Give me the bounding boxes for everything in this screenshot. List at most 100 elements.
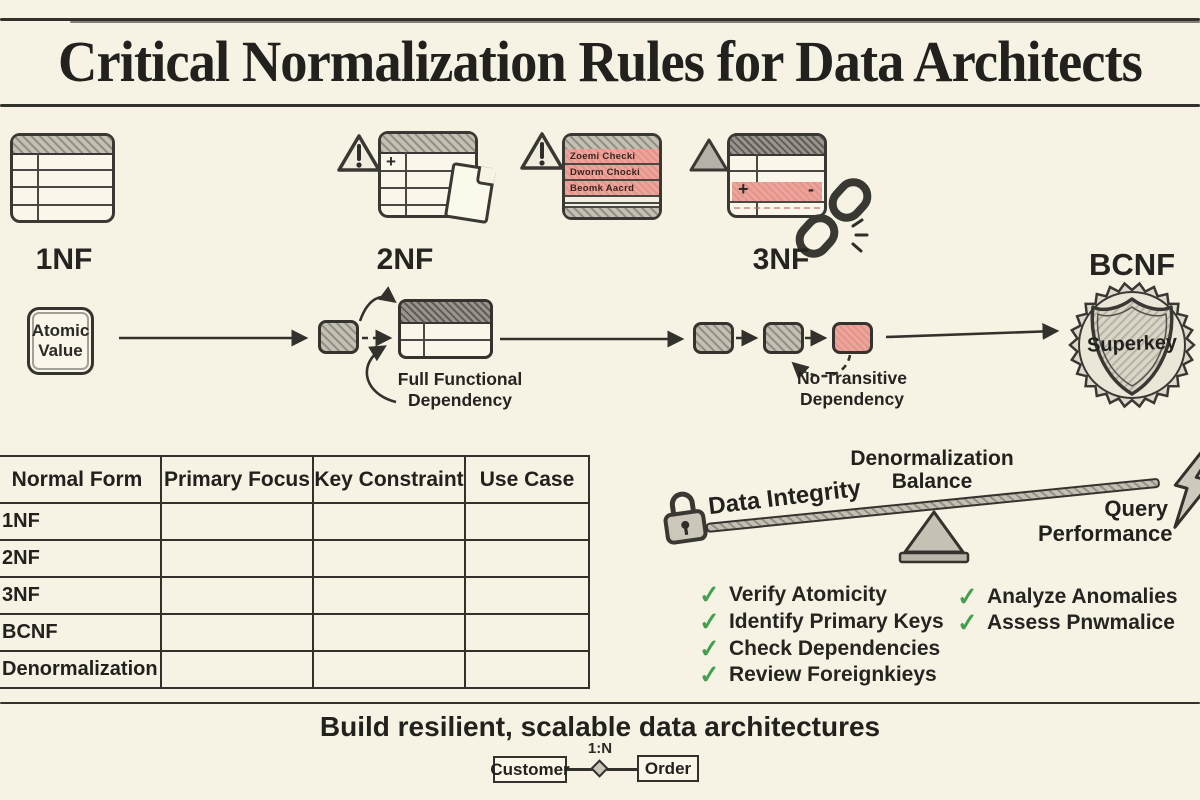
empty-cell (312, 576, 464, 613)
empty-cell (464, 576, 588, 613)
lightning-icon (1173, 448, 1200, 529)
stage-label-2nf: 2NF (376, 243, 434, 276)
warning-icon (520, 132, 564, 170)
table-rowline (730, 201, 824, 203)
minus-glyph: - (808, 179, 814, 199)
balance-title-line2: Balance (891, 470, 973, 493)
col-header: Use Case (464, 457, 588, 502)
top-rule-2 (70, 21, 1200, 23)
triangle-icon (689, 138, 729, 172)
top-rule (0, 18, 1200, 21)
table-header-shade (401, 302, 490, 324)
er-line (607, 768, 637, 771)
col-header: Key Constraint (312, 457, 464, 502)
row-label: BCNF (0, 613, 160, 650)
broken-chain-icon (795, 178, 872, 258)
dashed-red-line (734, 207, 820, 209)
normal-form-table: Normal Form Primary Focus Key Constraint… (0, 455, 590, 689)
checklist-text: Check Dependencies (728, 637, 941, 660)
tagline: Build resilient, scalable data architect… (319, 711, 881, 742)
empty-cell (160, 576, 312, 613)
chain-box-1 (693, 322, 734, 354)
rosette-shield-icon (1068, 281, 1196, 409)
table-rowline (13, 186, 112, 188)
label-line: Performance (1038, 521, 1173, 546)
stage-label-bcnf: BCNF (1088, 247, 1176, 282)
plus-glyph: + (386, 152, 396, 171)
empty-cell (464, 650, 588, 687)
col-header: Primary Focus (160, 457, 312, 502)
atomic-value-box: Atomic Value (27, 307, 94, 375)
checklist-item: ✓ Check Dependencies (698, 634, 941, 664)
stage-label-3nf: 3NF (752, 243, 810, 276)
atomic-label-line1: Atomic (31, 321, 90, 340)
check-icon: ✓ (956, 582, 979, 612)
table-rowline (13, 169, 112, 171)
checklist-text: Review Foreignkieys (728, 663, 937, 686)
checklist-item: ✓ Identify Primary Keys (698, 607, 944, 637)
bcnf-badge: Superkey (1068, 281, 1196, 409)
empty-cell (464, 539, 588, 576)
table-rowline (381, 170, 475, 172)
fulcrum-icon (898, 510, 970, 564)
anomaly-row: Dworm Chocki (565, 165, 659, 181)
label-line: Full Functional (397, 369, 523, 389)
table-colline (405, 152, 407, 215)
empty-cell (312, 539, 464, 576)
check-icon: ✓ (698, 634, 721, 664)
check-icon: ✓ (956, 608, 979, 638)
stage-label-1nf: 1NF (35, 243, 93, 276)
table-rowline (730, 170, 824, 172)
balance-title-line1: Denormalization (850, 447, 1014, 470)
table-rowline (401, 339, 490, 341)
title-underline (0, 104, 1200, 107)
table-rowline (381, 187, 475, 189)
chain-box-red (832, 322, 873, 354)
row-label: 2NF (0, 539, 160, 576)
label-line: Query (1104, 496, 1168, 521)
anomaly-table-icon: Zoemi Checki Dworm Chocki Beomk Aacrd (562, 133, 662, 220)
checklist-text: Assess Pnwmalice (986, 611, 1175, 634)
row-label: 1NF (0, 502, 160, 539)
empty-cell (464, 613, 588, 650)
er-diagram: 1:N Customer Order (490, 740, 720, 792)
checklist-item: ✓ Review Foreignkieys (698, 660, 937, 690)
empty-cell (160, 539, 312, 576)
3nf-table-icon: + - (727, 133, 827, 218)
checklist-text: Identify Primary Keys (728, 610, 944, 633)
er-diamond-icon (590, 759, 609, 778)
table-header-shade (381, 134, 475, 154)
checklist-item: ✓ Assess Pnwmalice (956, 608, 1175, 638)
label-line: Dependency (799, 389, 905, 409)
table-footer-shade (565, 206, 659, 217)
document-icon (443, 161, 497, 225)
empty-cell (312, 650, 464, 687)
highlight-row: + - (732, 179, 822, 201)
er-relation-label: 1:N (587, 740, 613, 757)
er-entity-customer: Customer (490, 756, 570, 783)
row-label: Denormalization (0, 650, 160, 687)
check-icon: ✓ (698, 580, 721, 610)
table-rowline (565, 202, 659, 204)
full-functional-label: Full Functional Dependency (385, 369, 535, 411)
table-rowline (13, 204, 112, 206)
checklist-text: Verify Atomicity (728, 583, 887, 606)
er-entity-order: Order (637, 755, 699, 782)
checklist-item: ✓ Verify Atomicity (698, 580, 887, 610)
col-header: Normal Form (11, 467, 143, 491)
1nf-table-icon (10, 133, 115, 223)
empty-cell (312, 613, 464, 650)
empty-cell (160, 502, 312, 539)
balance-title: Denormalization Balance (832, 447, 1032, 493)
footer-rule (0, 702, 1200, 704)
2nf-mini-table (398, 299, 493, 359)
chain-box-2 (763, 322, 804, 354)
er-line (567, 768, 593, 771)
label-line: No Transitive (797, 368, 907, 388)
checklist-text: Analyze Anomalies (986, 585, 1178, 608)
check-icon: ✓ (698, 660, 721, 690)
check-icon: ✓ (698, 607, 721, 637)
no-transitive-label: No Transitive Dependency (777, 368, 927, 410)
plus-glyph: + (738, 179, 749, 199)
